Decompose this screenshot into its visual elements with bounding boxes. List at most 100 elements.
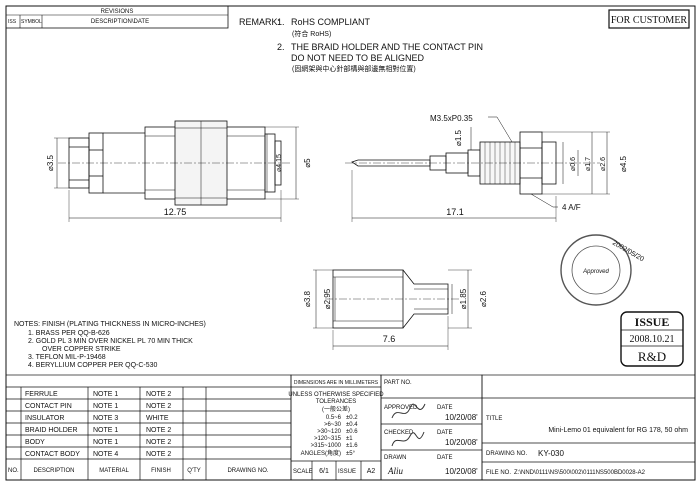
scale-label: SCALE (293, 469, 313, 475)
remark-2-text: THE BRAID HOLDER AND THE CONTACT PIN (291, 42, 483, 52)
bom-row-1-desc: FERRULE (25, 391, 58, 398)
bom-row-4-material: NOTE 1 (93, 427, 118, 434)
bom-row-1-finish: NOTE 2 (146, 391, 171, 398)
remark-label: REMARK: (239, 17, 280, 27)
tol-value-6: ±5° (346, 451, 356, 457)
dim-len-76: 7.6 (383, 334, 396, 344)
tol-range-6: ANGLES(角度) (301, 449, 341, 457)
bom-row-2-finish: NOTE 2 (146, 403, 171, 410)
drawing-no-label: DRAWING NO. (486, 451, 527, 457)
revisions-col-symbol: SYMBOL (21, 19, 42, 25)
revisions-block: REVISIONS ISS SYMBOL DESCRIPTION\DATE (5, 5, 229, 29)
bom-row-5-finish: NOTE 2 (146, 439, 171, 446)
approval-text: PART NO. APPROVED DATE 10/20/08' CHECKED… (384, 380, 688, 476)
issue-stamp-date: 2008.10.21 (630, 334, 675, 345)
checked-signature (391, 431, 425, 447)
dim-d15: ⌀1.5 (454, 129, 463, 145)
issue-value: A2 (367, 468, 376, 475)
dim-d295: ⌀2.95 (323, 288, 332, 309)
tol-range-4: >120~315 (314, 436, 342, 442)
tol-range-1: 0.5~6 (326, 415, 342, 421)
issue-stamp-label: ISSUE (635, 315, 670, 329)
approved-signature (391, 403, 426, 419)
for-customer-stamp: FOR CUSTOMER (608, 9, 690, 29)
notes-title: NOTES: FINISH (PLATING THICKNESS IN MICR… (14, 321, 206, 328)
bom-row-1-material: NOTE 1 (93, 391, 118, 398)
tol-value-2: ±0.4 (346, 422, 358, 428)
tol-value-3: ±0.6 (346, 429, 358, 435)
revisions-header: REVISIONS (101, 9, 134, 15)
part-no-label: PART NO. (384, 380, 412, 386)
tol-range-2: >6~30 (324, 422, 342, 428)
checked-date: 10/20/08' (445, 438, 478, 447)
for-customer-text: FOR CUSTOMER (611, 15, 688, 26)
remark-1-sub: (符合 RoHS) (292, 29, 331, 38)
revisions-col-description: DESCRIPTION\DATE (91, 19, 149, 25)
bom-row-2-desc: CONTACT PIN (25, 403, 72, 410)
plug-body-view (54, 120, 299, 222)
round-stamp-center: Approved (582, 269, 609, 275)
bom-header-drawing: DRAWING NO. (227, 468, 268, 474)
tolerance-block (290, 374, 382, 481)
drawn-label: DRAWN (384, 455, 406, 461)
approved-label: APPROVED (384, 405, 418, 411)
dim-d17: ⌀1.7 (585, 157, 592, 171)
dim-d06: ⌀0.6 (570, 157, 577, 171)
bom-header-material: MATERIAL (99, 468, 129, 474)
bom-row-6-material: NOTE 4 (93, 451, 118, 458)
file-no-label: FILE NO. (486, 470, 511, 476)
bom-header-no: NO. (8, 468, 19, 474)
file-no-value: Z:\NND\0111\NS\500\002\0111NS500BD0028-A… (514, 470, 646, 476)
round-approval-stamp: 2002/05/20 Approved (560, 234, 645, 306)
drawn-date: 10/20/08' (445, 467, 478, 476)
checked-label: CHECKED (384, 430, 414, 436)
bom-row-5-desc: BODY (25, 439, 45, 446)
approved-date-label: DATE (437, 405, 453, 411)
dim-d26: ⌀2.6 (600, 157, 607, 171)
tol-range-5: >315~1000 (311, 443, 342, 449)
dim-d38: ⌀3.8 (303, 290, 312, 306)
contact-pin-view (345, 116, 610, 222)
remark-2-num: 2. (277, 42, 285, 52)
tolerance-text: DIMENSIONS ARE IN MILLIMETERS UNLESS OTH… (288, 380, 384, 475)
revisions-col-iss: ISS (8, 19, 17, 25)
checked-date-label: DATE (437, 430, 453, 436)
bom-row-3-desc: INSULATOR (25, 415, 64, 422)
remark-2-text2: DO NOT NEED TO BE ALIGNED (291, 53, 425, 63)
tol-unless: UNLESS OTHERWISE SPECIFIED (288, 392, 384, 398)
dim-m35: M3.5xP0.35 (430, 114, 473, 123)
tol-tolerances: TOLERANCES (316, 399, 357, 405)
remark-1-num: 1. (277, 17, 285, 27)
bom-row-4-desc: BRAID HOLDER (25, 427, 78, 434)
tol-value-4: ±1 (346, 436, 353, 442)
notes-block: NOTES: FINISH (PLATING THICKNESS IN MICR… (14, 321, 206, 369)
drawn-date-label: DATE (437, 455, 453, 461)
approved-date: 10/20/08' (445, 413, 478, 422)
drawn-name: Aliu (387, 466, 403, 476)
bom-row-3-finish: WHITE (146, 415, 169, 422)
scale-value: 6/1 (319, 468, 329, 475)
bom-table (5, 374, 292, 481)
dim-d185: ⌀1.85 (459, 288, 468, 309)
dim-af4: 4 A/F (562, 203, 581, 212)
bom-row-6-finish: NOTE 2 (146, 451, 171, 458)
note-line-1: 1. BRASS PER QQ-B-626 (28, 330, 110, 337)
dim-d35: ⌀3.5 (46, 154, 55, 170)
tol-value-1: ±0.2 (346, 415, 358, 421)
note-line-4: 3. TEFLON MIL-P-19468 (28, 354, 106, 361)
tol-range-3: >30~120 (317, 429, 341, 435)
dim-d5: ⌀5 (303, 158, 312, 168)
dim-d415: ⌀4.15 (276, 154, 283, 172)
bom-header-desc: DESCRIPTION (33, 468, 74, 474)
remark-2-sub: (固網架與中心針部構與部邊無相對位置) (292, 64, 416, 73)
issue-stamp: ISSUE 2008.10.21 R&D (620, 311, 684, 367)
bom-header-finish: FINISH (151, 468, 171, 474)
round-stamp-ring: 2002/05/20 (611, 240, 645, 264)
approval-block (380, 374, 696, 481)
bom-row-4-finish: NOTE 2 (146, 427, 171, 434)
issue-label: ISSUE (338, 469, 356, 475)
note-line-3: OVER COPPER STRIKE (42, 346, 121, 353)
issue-stamp-dept: R&D (638, 349, 666, 364)
title-label: TITLE (486, 416, 502, 422)
remark-1-text: RoHS COMPLIANT (291, 17, 371, 27)
